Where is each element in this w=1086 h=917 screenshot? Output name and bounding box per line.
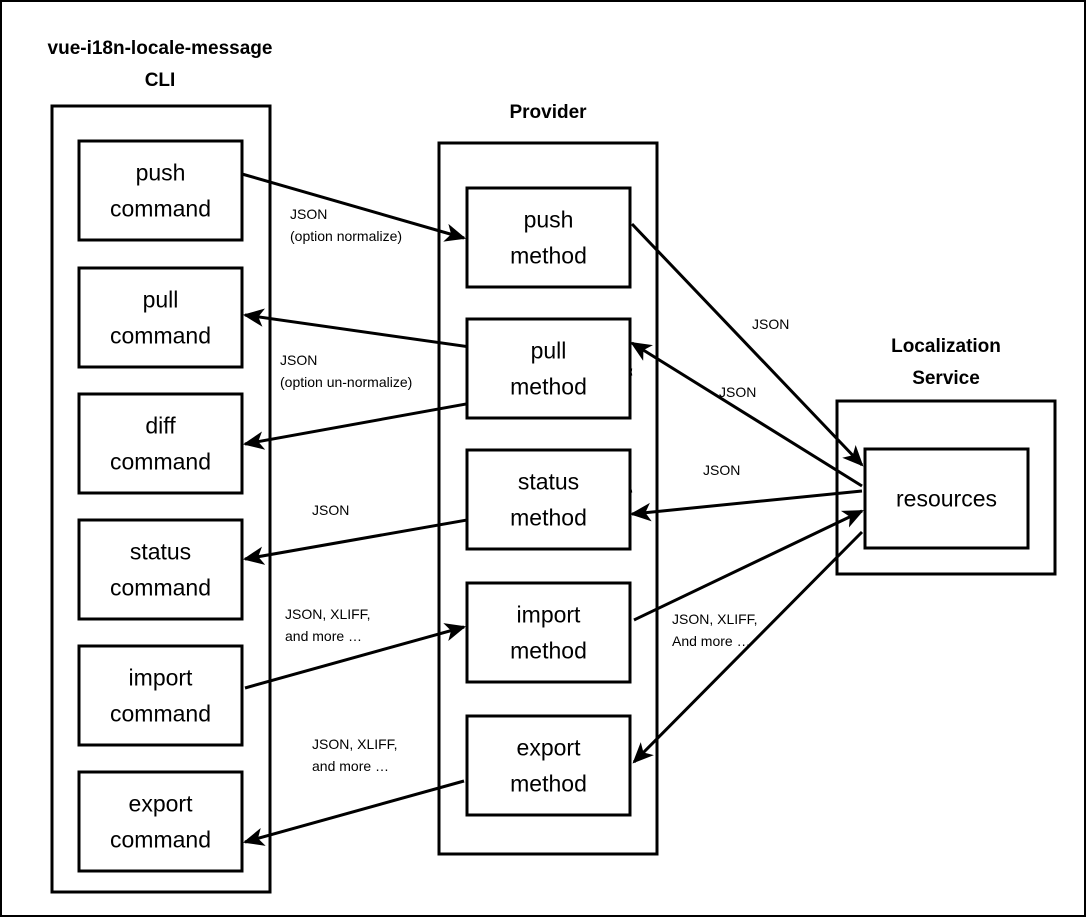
- node-label-status-command-line-1: command: [110, 575, 211, 601]
- edge-export-method-to-export-command: [242, 779, 465, 846]
- edge-label-export-method-to-export-command-line-1: and more …: [312, 758, 389, 774]
- node-label-import-command-line-1: command: [110, 701, 211, 727]
- edge-label-resources-to-pull-method-line-0: JSON: [719, 384, 756, 400]
- node-label-diff-command-line-1: command: [110, 449, 211, 475]
- node-label-pull-method-line-1: method: [510, 374, 587, 400]
- edge-label-import-command-to-import-method: JSON, XLIFF, and more …: [285, 606, 371, 644]
- node-push-method[interactable]: [465, 186, 632, 289]
- node-status-method[interactable]: [465, 448, 632, 551]
- edge-label-import-method-to-resources-line-0: JSON, XLIFF,: [672, 611, 758, 627]
- node-label-push-command-line-0: push: [136, 160, 186, 186]
- node-label-push-method-line-0: push: [524, 207, 574, 233]
- node-export-method[interactable]: [465, 714, 632, 817]
- node-label-status-command-line-0: status: [130, 539, 191, 565]
- node-pull-command[interactable]: [77, 266, 244, 369]
- edge-label-push-method-to-resources: JSON: [752, 316, 789, 332]
- node-pull-method[interactable]: [465, 317, 632, 420]
- node-label-resources: resources: [896, 486, 997, 512]
- edge-label-resources-to-status-method-line-0: JSON: [703, 462, 740, 478]
- node-label-import-method-line-0: import: [517, 602, 582, 628]
- group-title-localization-service: Service: [912, 368, 980, 389]
- edge-label-status-method-to-status-command-line-0: JSON: [312, 502, 349, 518]
- node-label-export-command: export command: [110, 791, 211, 853]
- edge-label-import-method-to-resources: JSON, XLIFF, And more …: [672, 611, 758, 649]
- edge-label-import-command-to-import-method-line-1: and more …: [285, 628, 362, 644]
- node-label-diff-command: diff command: [110, 413, 211, 475]
- edge-label-resources-to-status-method: JSON: [703, 462, 740, 478]
- nodes-layer: push command pull command diff command status c…: [77, 139, 1030, 873]
- node-import-command[interactable]: [77, 644, 244, 747]
- edge-import-command-to-import-method: [244, 623, 467, 690]
- edge-push-command-to-push-method: [241, 172, 467, 242]
- node-label-push-command-line-1: command: [110, 196, 211, 222]
- node-label-status-method: status method: [510, 469, 587, 531]
- group-title-localization-service: Localization: [891, 336, 1001, 357]
- node-label-export-command-line-1: command: [110, 827, 211, 853]
- node-label-pull-command: pull command: [110, 287, 211, 349]
- edge-resources-to-pull-method: [630, 341, 863, 488]
- node-label-resources-line-0: resources: [896, 486, 997, 512]
- node-label-import-command-line-0: import: [129, 665, 194, 691]
- edge-resources-to-status-method: [629, 489, 863, 522]
- node-import-method[interactable]: [465, 581, 632, 684]
- node-export-command[interactable]: [77, 770, 244, 873]
- edge-label-import-method-to-resources-line-1: And more …: [672, 633, 751, 649]
- node-label-pull-command-line-0: pull: [143, 287, 179, 313]
- edge-label-pull-method-to-pull-command: JSON (option un-normalize): [280, 352, 412, 390]
- group-title-cli: vue-i18n-locale-message: [48, 38, 273, 59]
- node-diff-command[interactable]: [77, 392, 244, 495]
- node-label-export-method-line-0: export: [517, 735, 582, 761]
- edge-label-push-command-to-push-method-line-0: JSON: [290, 206, 327, 222]
- edge-label-export-method-to-export-command: JSON, XLIFF, and more …: [312, 736, 398, 774]
- edge-label-status-method-to-status-command: JSON: [312, 502, 349, 518]
- edge-label-pull-method-to-pull-command-line-0: JSON: [280, 352, 317, 368]
- node-label-pull-method-line-0: pull: [531, 338, 567, 364]
- node-label-diff-command-line-0: diff: [145, 413, 176, 439]
- edge-push-method-to-resources: [630, 222, 864, 467]
- edge-label-push-method-to-resources-line-0: JSON: [752, 316, 789, 332]
- node-label-push-method-line-1: method: [510, 243, 587, 269]
- node-push-command[interactable]: [77, 139, 244, 242]
- node-label-export-method: export method: [510, 735, 587, 797]
- node-label-status-command: status command: [110, 539, 211, 601]
- node-resources[interactable]: [863, 447, 1030, 550]
- group-title-cli: CLI: [145, 70, 176, 91]
- node-label-push-command: push command: [110, 160, 211, 222]
- node-label-status-method-line-0: status: [518, 469, 579, 495]
- edge-label-push-command-to-push-method-line-1: (option normalize): [290, 228, 402, 244]
- node-label-push-method: push method: [510, 207, 587, 269]
- node-label-import-command: import command: [110, 665, 211, 727]
- node-label-pull-command-line-1: command: [110, 323, 211, 349]
- edge-label-import-command-to-import-method-line-0: JSON, XLIFF,: [285, 606, 371, 622]
- node-label-import-method-line-1: method: [510, 638, 587, 664]
- edge-label-export-method-to-export-command-line-0: JSON, XLIFF,: [312, 736, 398, 752]
- edge-import-method-to-resources: [633, 509, 864, 622]
- edge-label-push-command-to-push-method: JSON (option normalize): [290, 206, 402, 244]
- node-label-export-method-line-1: method: [510, 771, 587, 797]
- edge-label-resources-to-pull-method: JSON: [719, 384, 756, 400]
- node-status-command[interactable]: [77, 518, 244, 621]
- node-label-export-command-line-0: export: [129, 791, 194, 817]
- edge-resources-to-export-method: [632, 530, 864, 764]
- edge-label-pull-method-to-pull-command-line-1: (option un-normalize): [280, 374, 412, 390]
- group-title-provider: Provider: [509, 102, 587, 123]
- node-label-import-method: import method: [510, 602, 587, 664]
- node-label-status-method-line-1: method: [510, 505, 587, 531]
- node-label-pull-method: pull method: [510, 338, 587, 400]
